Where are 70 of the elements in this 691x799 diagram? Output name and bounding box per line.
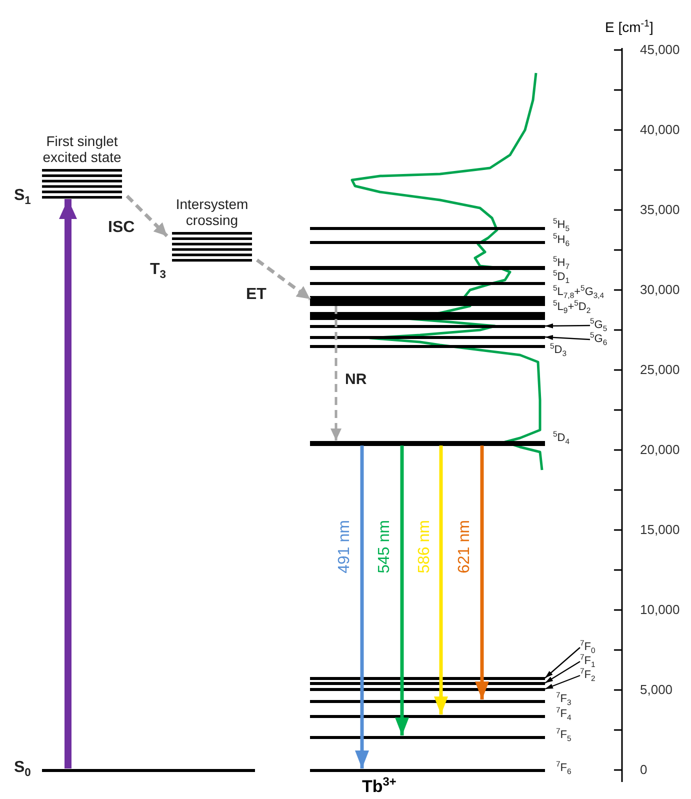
tick-label: 45,000 bbox=[640, 43, 680, 56]
arrow bbox=[475, 446, 489, 700]
state-symbol: S$_{1}$ bbox=[14, 188, 31, 204]
tick-label: 0 bbox=[640, 763, 648, 776]
leader-arrow bbox=[544, 647, 580, 678]
edge-label: 491 nm bbox=[337, 520, 353, 574]
term-symbol: $^{5}$L$_{9}$+$^{5}$D$_{2}$ bbox=[553, 302, 591, 313]
edge-label: 586 nm bbox=[417, 520, 433, 574]
edge-label: 545 nm bbox=[377, 520, 393, 574]
energy-level-line bbox=[310, 700, 545, 702]
term-symbol: $^{5}$H$_{6}$ bbox=[553, 235, 570, 246]
state-symbol: T$_{3}$ bbox=[150, 262, 166, 278]
state-label: Intersystem crossing bbox=[174, 196, 250, 228]
term-symbol: $^{7}$F$_{6}$ bbox=[556, 763, 572, 774]
term-symbol: $^{7}$F$_{5}$ bbox=[556, 730, 572, 741]
tick-label: 25,000 bbox=[640, 363, 680, 376]
energy-level-band bbox=[310, 296, 545, 306]
arrow bbox=[434, 446, 448, 714]
term-symbol: $^{7}$F$_{3}$ bbox=[556, 694, 572, 705]
term-symbol: $^{5}$H$_{5}$ bbox=[553, 220, 570, 231]
energy-level-line bbox=[310, 688, 545, 690]
energy-level-line bbox=[310, 344, 545, 348]
term-symbol: $^{5}$D$_{4}$ bbox=[553, 433, 570, 444]
state-label: First singlet excited state bbox=[42, 133, 122, 165]
term-symbol: $^{5}$L$_{7,8}$+$^{5}$G$_{3,4}$ bbox=[553, 287, 604, 298]
tick-label: 30,000 bbox=[640, 283, 680, 296]
term-symbol: $^{5}$D$_{3}$ bbox=[550, 345, 567, 356]
arrow bbox=[330, 306, 342, 440]
arrow bbox=[395, 446, 409, 736]
tick-label: 35,000 bbox=[640, 203, 680, 216]
edge-label: ET bbox=[246, 287, 266, 303]
term-symbol: $^{5}$G$_{6}$ bbox=[590, 334, 608, 345]
term-symbol: $^{5}$G$_{5}$ bbox=[590, 320, 608, 331]
leader-arrow bbox=[545, 323, 590, 328]
energy-level-band bbox=[310, 312, 545, 320]
arrow bbox=[126, 194, 168, 238]
tick-label: 20,000 bbox=[640, 443, 680, 456]
arrow bbox=[59, 199, 77, 768]
tick-label: 40,000 bbox=[640, 123, 680, 136]
edge-label: 621 nm bbox=[457, 520, 473, 574]
leader-arrow bbox=[544, 674, 580, 690]
energy-level-line bbox=[310, 240, 545, 244]
energy-level-line bbox=[310, 682, 545, 684]
arrow bbox=[355, 446, 369, 768]
energy-level-line bbox=[310, 768, 545, 772]
term-symbol: $^{7}$F$_{2}$ bbox=[580, 670, 596, 681]
term-symbol: $^{7}$F$_{1}$ bbox=[580, 656, 596, 667]
leader-arrow bbox=[544, 334, 590, 340]
term-symbol: $^{7}$F$_{0}$ bbox=[580, 642, 596, 653]
energy-level-line bbox=[310, 736, 545, 738]
arrow bbox=[256, 258, 312, 300]
edge-label: NR bbox=[345, 372, 367, 387]
energy-level-line bbox=[310, 714, 545, 718]
ion-label: Tb$^{3+}$ bbox=[362, 778, 396, 795]
energy-level-line bbox=[42, 768, 255, 772]
term-symbol: $^{5}$H$_{7}$ bbox=[553, 258, 570, 269]
term-symbol: $^{7}$F$_{4}$ bbox=[556, 709, 572, 720]
energy-level-line bbox=[310, 336, 545, 338]
energy-level-line bbox=[310, 324, 545, 328]
state-symbol: S$_{0}$ bbox=[14, 760, 31, 776]
tick-label: 5,000 bbox=[640, 683, 673, 696]
tick-label: 15,000 bbox=[640, 523, 680, 536]
energy-level-line bbox=[310, 282, 545, 284]
tick-label: 10,000 bbox=[640, 603, 680, 616]
term-symbol: $^{5}$D$_{1}$ bbox=[553, 272, 570, 283]
axis-title: E [cm$^{-1}$] bbox=[605, 20, 654, 34]
edge-label: ISC bbox=[108, 220, 135, 236]
leader-arrow bbox=[544, 660, 580, 684]
energy-level-line bbox=[310, 676, 545, 680]
energy-level-line bbox=[310, 226, 545, 230]
